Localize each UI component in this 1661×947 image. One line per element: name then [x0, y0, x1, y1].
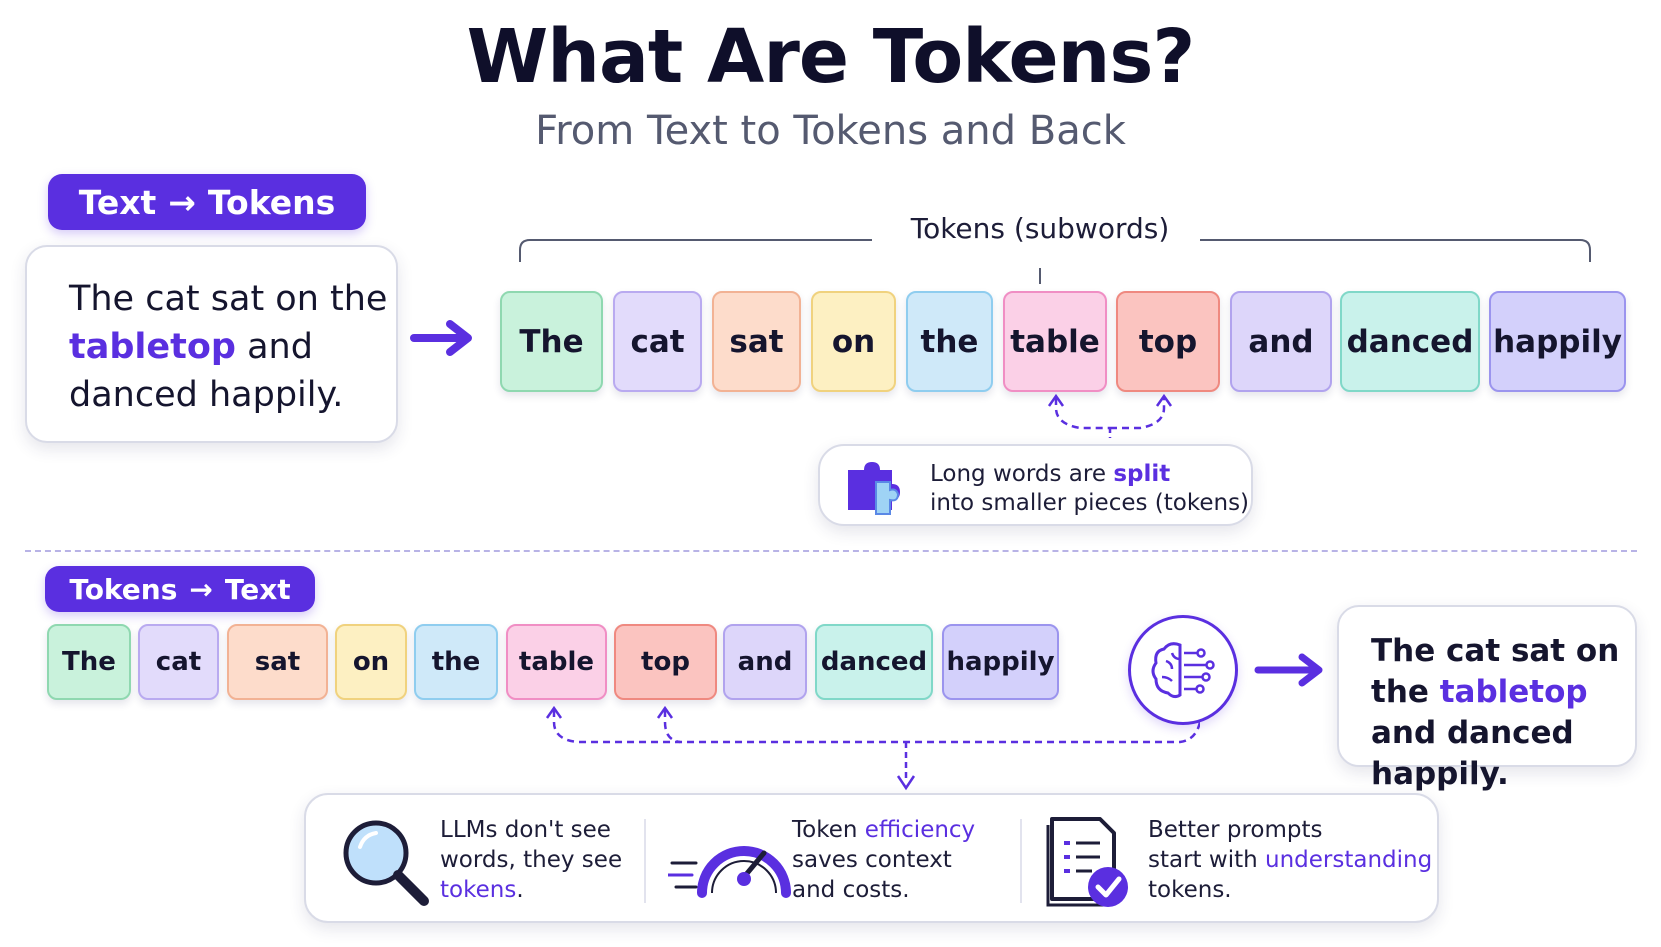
split-note-line2: into smaller pieces (tokens) — [930, 490, 1250, 516]
takeaway-highlight: efficiency — [864, 817, 976, 843]
token-top: top — [614, 624, 717, 700]
token-sat: sat — [227, 624, 328, 700]
pill-label-text: Text — [78, 182, 157, 222]
model-node — [1128, 615, 1238, 725]
split-note-text: Long words are split into smaller pieces… — [930, 460, 1251, 518]
pill-label-tokens: Tokens — [207, 182, 336, 222]
token-sat: sat — [712, 291, 801, 392]
sentence-highlight: tabletop — [69, 327, 236, 367]
page-subtitle: From Text to Tokens and Back — [535, 108, 1126, 154]
takeaway-line: LLMs don't see — [440, 817, 611, 843]
takeaway-text: LLMs don't see words, they see tokens. — [440, 815, 622, 905]
token-cat: cat — [138, 624, 219, 700]
tokens-subwords-label: Tokens (subwords) — [880, 212, 1200, 245]
takeaway-prompts: Better prompts start with understanding … — [1022, 795, 1441, 925]
split-note-card: Long words are split into smaller pieces… — [818, 444, 1253, 526]
takeaway-line: words, they see — [440, 847, 623, 873]
token-table: table — [506, 624, 607, 700]
token-the: The — [500, 291, 603, 392]
tokens-to-text-pill: Tokens → Text — [45, 566, 315, 612]
takeaway-line: saves context — [792, 847, 952, 873]
token-the: the — [414, 624, 498, 700]
brain-circuit-icon — [1151, 642, 1215, 699]
arrow-right-icon: → — [168, 182, 196, 222]
takeaway-line: tokens. — [1148, 877, 1232, 903]
token-happily: happily — [942, 624, 1059, 700]
sentence-part: The cat sat on the — [1371, 633, 1620, 710]
token-on: on — [811, 291, 896, 392]
sentence-part: and danced happily. — [1371, 715, 1574, 792]
takeaway-line: start with — [1148, 847, 1265, 873]
input-sentence-card: The cat sat on the tabletop and danced h… — [25, 245, 398, 443]
token-danced: danced — [815, 624, 933, 700]
output-sentence-card: The cat sat on the tabletop and danced h… — [1337, 605, 1637, 792]
text-to-tokens-pill: Text → Tokens — [48, 174, 366, 230]
divider — [644, 819, 646, 903]
checklist-document-icon — [1046, 817, 1128, 907]
puzzle-icon — [848, 462, 900, 515]
token-happily: happily — [1489, 291, 1626, 392]
split-connector — [1047, 393, 1173, 438]
sentence-part: and danced happily. — [69, 327, 344, 415]
token-table: table — [1003, 291, 1107, 392]
takeaway-line: and costs. — [792, 877, 910, 903]
token-on: on — [335, 624, 407, 700]
token-cat: cat — [613, 291, 702, 392]
takeaway-text: Token efficiency saves context and costs… — [792, 815, 975, 905]
arrow-right-icon: → — [189, 572, 213, 606]
token-and: and — [723, 624, 807, 700]
takeaway-text: Better prompts start with understanding … — [1148, 815, 1432, 905]
token-and: and — [1230, 291, 1332, 392]
token-top: top — [1116, 291, 1220, 392]
tokens-to-model-connector — [545, 705, 1200, 791]
tokens-bracket — [519, 239, 1591, 284]
pill-label-tokens: Tokens — [69, 572, 178, 606]
takeaway-efficiency: Token efficiency saves context and costs… — [646, 795, 1006, 925]
token-the: The — [47, 624, 131, 700]
token-the: the — [906, 291, 993, 392]
section-divider — [25, 550, 1637, 552]
takeaway-line: Better prompts — [1148, 817, 1323, 843]
token-danced: danced — [1340, 291, 1480, 392]
split-highlight: split — [1113, 461, 1171, 487]
takeaway-suffix: . — [516, 877, 524, 903]
sentence-highlight: tabletop — [1439, 674, 1588, 710]
speedometer-icon — [668, 846, 791, 898]
divider — [1020, 819, 1022, 903]
split-note-line1: Long words are — [930, 461, 1114, 487]
arrow-right-icon — [410, 320, 472, 356]
takeaway-tokens: LLMs don't see words, they see tokens. — [306, 795, 646, 925]
key-takeaways-card: LLMs don't see words, they see tokens. T… — [304, 793, 1439, 923]
takeaway-highlight: understanding — [1265, 847, 1433, 873]
pill-label-text: Text — [224, 572, 291, 606]
takeaway-line: Token — [792, 817, 865, 843]
arrow-right-icon — [1254, 653, 1323, 687]
magnifier-icon — [343, 820, 429, 906]
sentence-part: The cat sat on the — [69, 279, 388, 319]
takeaway-highlight: tokens — [440, 877, 517, 903]
page-title: What Are Tokens? — [466, 14, 1196, 100]
